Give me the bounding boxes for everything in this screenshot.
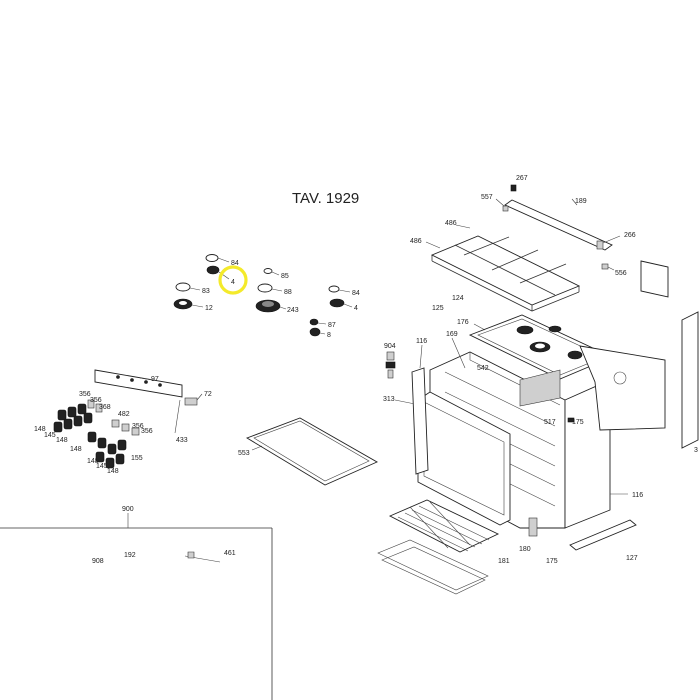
label-267: 267 [516,175,528,182]
label-175: 175 [572,419,584,426]
label-124: 124 [452,295,464,302]
label-356-a: 356 [79,391,91,398]
label-482: 482 [118,411,130,418]
label-148-c: 148 [70,446,82,453]
label-88: 88 [284,289,292,296]
label-116-a: 116 [416,338,427,345]
highlight-circle [218,265,248,295]
part-plinth[interactable] [569,519,637,551]
part-486-pan-supports[interactable] [430,235,581,312]
part-267[interactable] [510,184,517,192]
label-176: 176 [457,319,469,326]
label-175-b: 175 [546,558,558,565]
knob-set-b[interactable] [87,419,140,469]
label-155: 155 [131,455,143,462]
part-84-cap[interactable] [205,254,219,262]
label-356-d: 356 [141,428,153,435]
label-4-b: 4 [354,305,358,312]
part-553-tray[interactable] [245,417,378,486]
part-4-burner[interactable] [206,265,220,275]
label-3: 3 [694,447,698,454]
label-433: 433 [176,437,188,444]
part-oven-rack[interactable] [377,499,500,595]
part-556[interactable] [601,263,609,270]
label-148-e: 148 [107,468,119,475]
label-904: 904 [384,343,396,350]
label-12: 12 [205,305,213,312]
label-266: 266 [624,232,636,239]
part-557[interactable] [502,205,509,212]
label-8: 8 [327,332,331,339]
diagram-title: TAV. 1929 [292,190,359,207]
burner-parts-group: 84 4 85 83 88 84 12 243 4 87 8 [173,254,360,339]
label-83: 83 [202,288,210,295]
part-side-panel-3[interactable] [681,311,699,449]
parts-box-900: 900 192 461 908 [0,506,273,700]
label-556: 556 [615,270,627,277]
label-189: 189 [575,198,587,205]
label-4: 4 [231,279,235,286]
label-169: 169 [446,331,458,338]
label-125: 125 [432,305,444,312]
part-116-side[interactable] [411,367,429,475]
control-panel-group: 97 72 433 356 356 368 482 148 145 148 14… [34,369,212,475]
label-72: 72 [204,391,212,398]
part-side-vent[interactable] [640,260,669,298]
label-908: 908 [92,558,104,565]
label-517: 517 [544,419,556,426]
part-904[interactable] [385,351,396,379]
part-84-cap-b[interactable] [328,285,340,293]
label-127: 127 [626,555,638,562]
knob-set-a[interactable] [53,399,103,433]
label-180: 180 [519,546,531,553]
part-85[interactable] [263,268,273,274]
label-368: 368 [99,404,111,411]
label-900: 900 [122,506,134,513]
label-145-b: 145 [96,463,108,470]
label-356-c: 356 [132,423,144,430]
label-148-a: 148 [34,426,46,433]
part-back-panel[interactable] [579,345,666,431]
label-87: 87 [328,322,336,329]
label-313: 313 [383,396,395,403]
oven-assembly: 189 267 557 266 556 486 [377,175,699,595]
part-88[interactable] [257,283,273,293]
label-553: 553 [238,450,250,457]
label-181: 181 [498,558,510,565]
label-85: 85 [281,273,289,280]
label-542: 542 [477,365,489,372]
label-486-a: 486 [445,220,457,227]
part-4-burner-b[interactable] [329,298,345,308]
label-557: 557 [481,194,493,201]
label-116-b: 116 [632,492,643,499]
label-84-b: 84 [352,290,360,297]
label-148-d: 148 [87,458,99,465]
label-356-b: 356 [90,397,102,404]
label-192: 192 [124,552,136,559]
part-180[interactable] [528,517,538,537]
part-87[interactable] [309,318,319,326]
label-97: 97 [151,376,159,383]
label-461: 461 [224,550,236,557]
part-83[interactable] [175,282,191,292]
label-145-a: 145 [44,432,56,439]
label-84: 84 [231,260,239,267]
part-189-bar[interactable] [504,199,613,251]
part-313-door-frame[interactable] [417,391,511,526]
part-72[interactable] [184,397,198,406]
label-148-b: 148 [56,437,68,444]
label-486-b: 486 [410,238,422,245]
part-8[interactable] [309,327,321,337]
part-97-panel[interactable] [94,369,183,398]
part-266[interactable] [596,240,604,250]
label-243: 243 [287,307,299,314]
